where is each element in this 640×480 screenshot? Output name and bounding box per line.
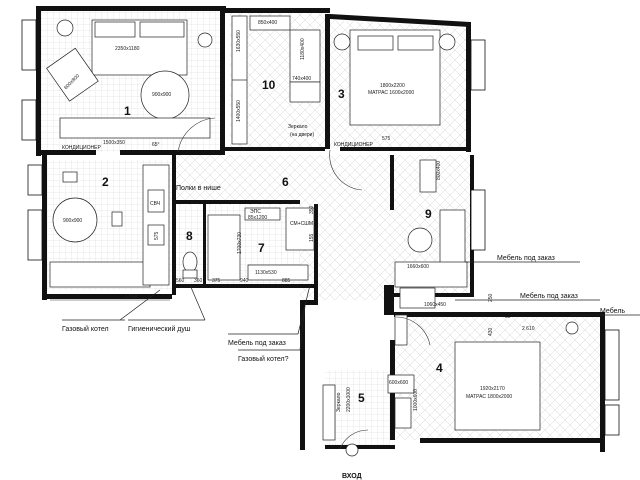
room-1-furniture — [46, 19, 213, 139]
entrance-label: ВХОД — [342, 473, 362, 480]
room-8-furniture — [182, 251, 198, 279]
hall-mirror-dim: 2200x1000 — [346, 387, 352, 412]
room-5-furniture — [322, 374, 415, 441]
dim-350: 350 — [309, 205, 315, 214]
person-icon — [345, 443, 359, 457]
room-3-label: 3 — [338, 87, 345, 101]
callout-lines — [62, 261, 640, 351]
room-6-label: 6 — [282, 175, 289, 189]
dim-250: 250 — [488, 293, 494, 302]
dim-360: 360 — [194, 278, 203, 284]
hall-cabinet-dim: 600x600 — [389, 380, 408, 386]
angle-65-label: 65° — [152, 142, 160, 148]
door-room-1[interactable] — [177, 117, 216, 153]
bed-main-dim: 1800x2200 — [380, 83, 405, 89]
bench-dim: 1500x350 — [103, 140, 125, 146]
wardrobe-small-dim: 740x400 — [292, 76, 311, 82]
bath-dim: 1700x730 — [237, 232, 243, 254]
sofa-dim: 2350x1180 — [115, 46, 140, 52]
room-4-furniture — [394, 287, 579, 431]
room-7-furniture — [207, 207, 315, 281]
room-3-furniture — [333, 29, 456, 126]
conditioner-3-label: КОНДИЦИОНЕР — [334, 142, 373, 148]
callout-gas-boiler: Газовый котел — [62, 325, 109, 333]
washer-label: СМ+СШМ — [290, 221, 313, 227]
callout-custom-furniture-right3: Мебель — [600, 307, 625, 315]
room-10-label: 10 — [262, 78, 276, 92]
callout-custom-furniture-right1: Мебель под заказ — [497, 254, 555, 262]
dim-575: 575 — [382, 136, 391, 142]
bath-counter-dim: 1130x530 — [255, 270, 277, 276]
room-7-label: 7 — [258, 241, 265, 255]
cabinet-room9-dim: 800x400 — [436, 161, 442, 180]
cabinet-room4-dim: 1060x450 — [424, 302, 446, 308]
hall-shelf-dim: 1000x600 — [413, 389, 419, 411]
dim-375: 375 — [212, 278, 221, 284]
dim-885: 885 — [282, 278, 291, 284]
bed-room4-mattress: МАТРАС 1800x2000 — [466, 394, 512, 400]
conditioner-1-label: КОНДИЦИОНЕР — [62, 145, 101, 151]
wardrobe-right-dim: 1180x400 — [300, 38, 306, 60]
wardrobe-top-dim: 850x400 — [258, 20, 277, 26]
bed-room4-dim: 1920x2170 — [480, 386, 505, 392]
dim-430: 430 — [488, 327, 494, 336]
dim-155: 155 — [309, 233, 315, 242]
mirror-door-sub: (на двери) — [290, 132, 314, 138]
desk-room9-dim: 1660x600 — [407, 264, 429, 270]
mirror-hall-label: Зеркало — [336, 392, 342, 412]
room-5-label: 5 — [358, 391, 365, 405]
walls — [36, 6, 605, 452]
windows — [21, 19, 620, 436]
room-4-label: 4 — [436, 361, 443, 375]
room-9-furniture — [394, 159, 468, 288]
dim-2610: 2 610 — [522, 326, 535, 332]
eps-label: ЭПС — [250, 209, 261, 215]
mirror-door-label: Зеркало — [288, 124, 308, 130]
callout-hygienic-shower: Гигиенический душ — [128, 325, 191, 333]
dim-940: 940 — [240, 278, 249, 284]
dim-1560: 1 560 — [125, 294, 138, 300]
callout-custom-furniture-right2: Мебель под заказ — [520, 292, 578, 300]
microwave-label: СВЧ — [150, 201, 160, 207]
angle-50-label: 50° — [505, 314, 513, 320]
callout-custom-furniture-1: Мебель под заказ — [228, 339, 286, 347]
door-room-4[interactable] — [395, 316, 431, 346]
room-10-furniture — [231, 15, 321, 145]
bed-main-mattress: МАТРАС 1600x2000 — [368, 90, 414, 96]
room-1-label: 1 — [124, 104, 131, 118]
wardrobe-left-1-dim: 1630x550 — [236, 30, 242, 52]
room-2-furniture — [49, 164, 170, 288]
dining-table-dim: 900x900 — [63, 218, 82, 224]
door-room-3[interactable] — [329, 149, 363, 191]
callout-gas-boiler-q: Газовый котел? — [238, 355, 289, 363]
room-2-label: 2 — [102, 175, 109, 189]
dim-560: 560 — [176, 278, 185, 284]
dim-575b: 575 — [154, 231, 160, 240]
wardrobe-left-2-dim: 1400x550 — [236, 100, 242, 122]
shower-dim: 85x1200 — [248, 215, 267, 221]
shelves-niche-label: Полки в нише — [176, 185, 221, 192]
room-9-label: 9 — [425, 207, 432, 221]
round-table-dim: 900x900 — [152, 92, 171, 98]
room-8-label: 8 — [186, 229, 193, 243]
entrance-door[interactable] — [339, 429, 369, 450]
